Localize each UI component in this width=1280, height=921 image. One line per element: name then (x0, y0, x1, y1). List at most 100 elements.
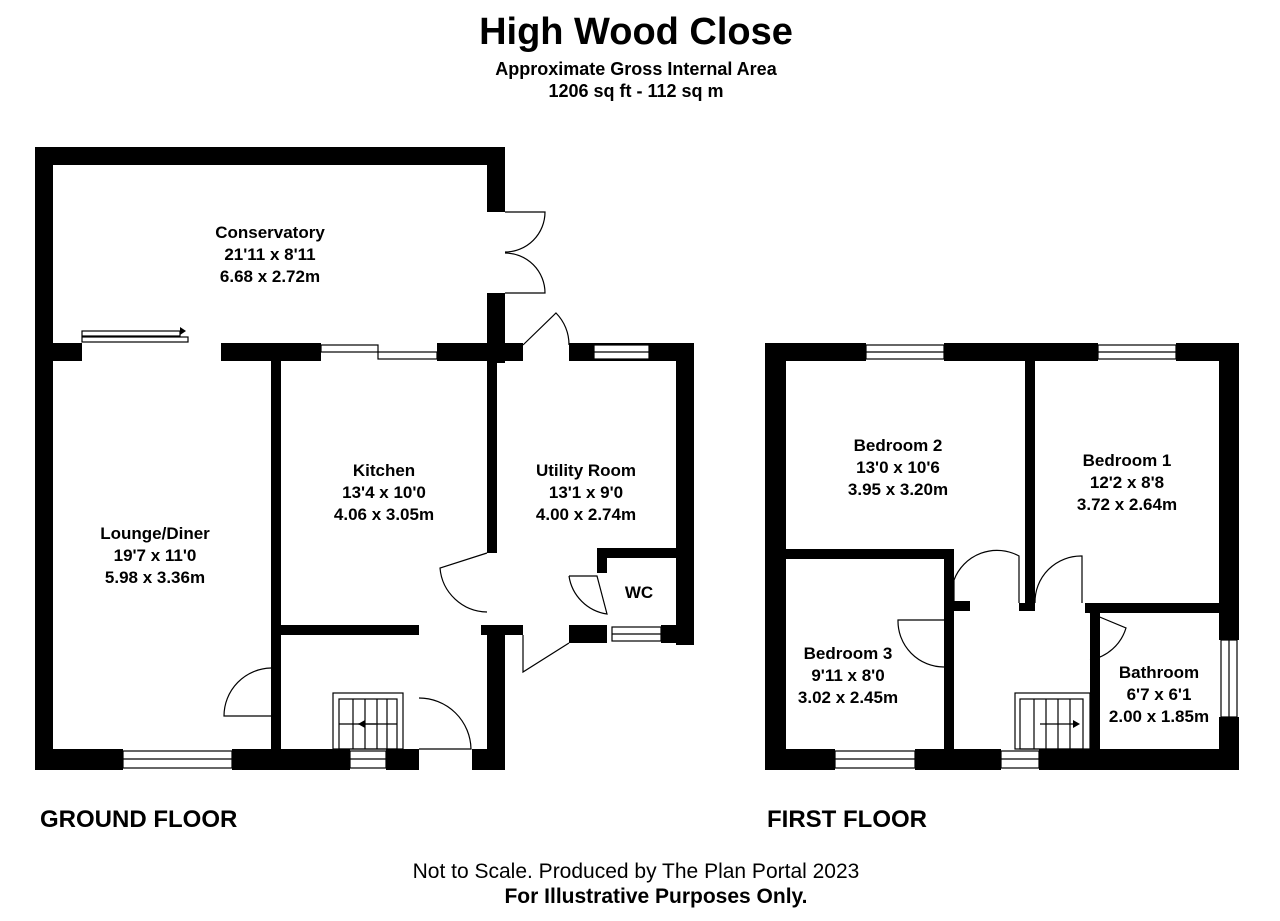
utility-name: Utility Room (536, 461, 636, 480)
ground-bottom-wall-c (386, 749, 419, 770)
lounge-door (223, 667, 272, 717)
kitchen-utility-door (439, 552, 488, 613)
bedroom3-metric: 3.02 x 2.45m (798, 688, 898, 707)
room-lounge: Lounge/Diner 19'7 x 11'0 5.98 x 3.36m (100, 524, 210, 587)
kitchen-name: Kitchen (353, 461, 415, 480)
scale-note: Not to Scale. Produced by The Plan Porta… (412, 860, 860, 883)
plan-title: High Wood Close (479, 11, 793, 53)
conservatory-metric: 6.68 x 2.72m (220, 267, 320, 286)
french-door-upper (504, 211, 546, 253)
kitchen-metric: 4.06 x 3.05m (334, 505, 434, 524)
ff-top-wall-a (765, 343, 866, 361)
hall-right-wall (487, 625, 505, 770)
bed3-right-wall-full (944, 549, 954, 769)
divider-wall-a (35, 343, 82, 361)
bathroom-left-wall (1090, 603, 1100, 749)
wc-name: WC (625, 583, 653, 602)
ff-left-wall (765, 343, 786, 770)
ground-floor-label: GROUND FLOOR (40, 806, 238, 833)
bathroom-imperial: 6'7 x 6'1 (1127, 685, 1192, 704)
ff-stair-arrow-icon (1073, 720, 1080, 728)
bathroom-metric: 2.00 x 1.85m (1109, 707, 1209, 726)
bedroom2-metric: 3.95 x 3.20m (848, 480, 948, 499)
room-bedroom3: Bedroom 3 9'11 x 8'0 3.02 x 2.45m (798, 644, 898, 707)
utility-right-wall (676, 343, 694, 645)
bedroom2-name: Bedroom 2 (854, 436, 943, 455)
room-bedroom1: Bedroom 1 12'2 x 8'8 3.72 x 2.64m (1077, 451, 1177, 514)
bed1-door (1034, 555, 1083, 604)
bathroom-name: Bathroom (1119, 663, 1199, 682)
bedroom1-metric: 3.72 x 2.64m (1077, 495, 1177, 514)
ff-bottom-wall-b (915, 749, 1001, 770)
bed2-bed1-wall (1025, 361, 1035, 609)
kitchen-glazing-left (320, 344, 379, 353)
utility-imperial: 13'1 x 9'0 (549, 483, 623, 502)
stair-arrow-icon (358, 720, 365, 728)
lounge-metric: 5.98 x 3.36m (105, 568, 205, 587)
bathroom-door (1089, 612, 1127, 661)
conservatory-imperial: 21'11 x 8'11 (224, 245, 315, 264)
wc-top-wall (597, 548, 686, 558)
ff-top-wall-b (944, 343, 1098, 361)
room-conservatory: Conservatory 21'11 x 8'11 6.68 x 2.72m (215, 223, 325, 286)
front-door (418, 697, 472, 750)
ground-floor-walls (35, 147, 694, 770)
ground-floor-windows (81, 330, 662, 769)
patio-door-pane (81, 330, 181, 337)
ff-bottom-wall-a (765, 749, 835, 770)
lounge-imperial: 19'7 x 11'0 (114, 546, 197, 565)
bed1-wall-foot (1019, 603, 1035, 611)
divider-wall-c (437, 343, 523, 361)
conservatory-name: Conservatory (215, 223, 325, 242)
ground-floor-stairs (332, 692, 404, 750)
kitchen-utility-wall (487, 361, 497, 553)
first-floor-doors (897, 549, 1127, 668)
bedroom2-imperial: 13'0 x 10'6 (856, 458, 940, 477)
lounge-kitchen-wall (271, 361, 281, 749)
ground-left-wall (35, 147, 53, 770)
utility-back-door (522, 312, 570, 346)
french-door-lower (504, 252, 546, 294)
hall-utility-door (522, 635, 570, 674)
room-bedroom2: Bedroom 2 13'0 x 10'6 3.95 x 3.20m (848, 436, 948, 499)
landing-stub (954, 601, 970, 611)
ff-right-wall-upper (1219, 343, 1239, 640)
bedroom3-imperial: 9'11 x 8'0 (811, 666, 884, 685)
wc-bottom-wall-right (661, 625, 694, 643)
illustrative-note: For Illustrative Purposes Only. (504, 885, 808, 908)
lounge-name: Lounge/Diner (100, 524, 210, 543)
conservatory-top-wall (35, 147, 505, 165)
room-bathroom: Bathroom 6'7 x 6'1 2.00 x 1.85m (1109, 663, 1209, 726)
ground-bottom-wall-b (232, 749, 350, 770)
first-floor-stairs (1014, 692, 1091, 750)
conservatory-right-wall-upper (487, 147, 505, 212)
kitchen-glazing-right (377, 351, 438, 360)
patio-door-track (81, 336, 189, 343)
bedroom1-name: Bedroom 1 (1083, 451, 1172, 470)
first-floor-walls (765, 343, 1239, 770)
patio-arrow-icon (180, 327, 186, 335)
bed2-door (953, 549, 1020, 603)
bedroom3-name: Bedroom 3 (804, 644, 893, 663)
ground-bottom-wall-a (35, 749, 123, 770)
ground-bottom-wall-d (472, 749, 505, 770)
ff-bottom-wall-c (1039, 749, 1239, 770)
bed3-top-wall (786, 549, 948, 559)
room-utility: Utility Room 13'1 x 9'0 4.00 x 2.74m (536, 461, 636, 524)
kitchen-imperial: 13'4 x 10'0 (342, 483, 426, 502)
wc-bottom-wall-left (569, 625, 607, 643)
plan-subtitle: Approximate Gross Internal Area (495, 59, 777, 79)
wc-left-wall (597, 548, 607, 573)
first-floor-label: FIRST FLOOR (767, 806, 927, 833)
first-floor-windows (834, 344, 1238, 769)
bathroom-top-wall (1085, 603, 1225, 613)
utility-metric: 4.00 x 2.74m (536, 505, 636, 524)
ground-floor-doors (223, 211, 608, 750)
wc-door (568, 575, 608, 615)
kitchen-bottom-wall (281, 625, 419, 635)
gross-area: 1206 sq ft - 112 sq m (548, 81, 724, 101)
bed3-door (897, 619, 945, 668)
room-wc: WC (625, 583, 653, 602)
divider-wall-b (221, 343, 321, 361)
